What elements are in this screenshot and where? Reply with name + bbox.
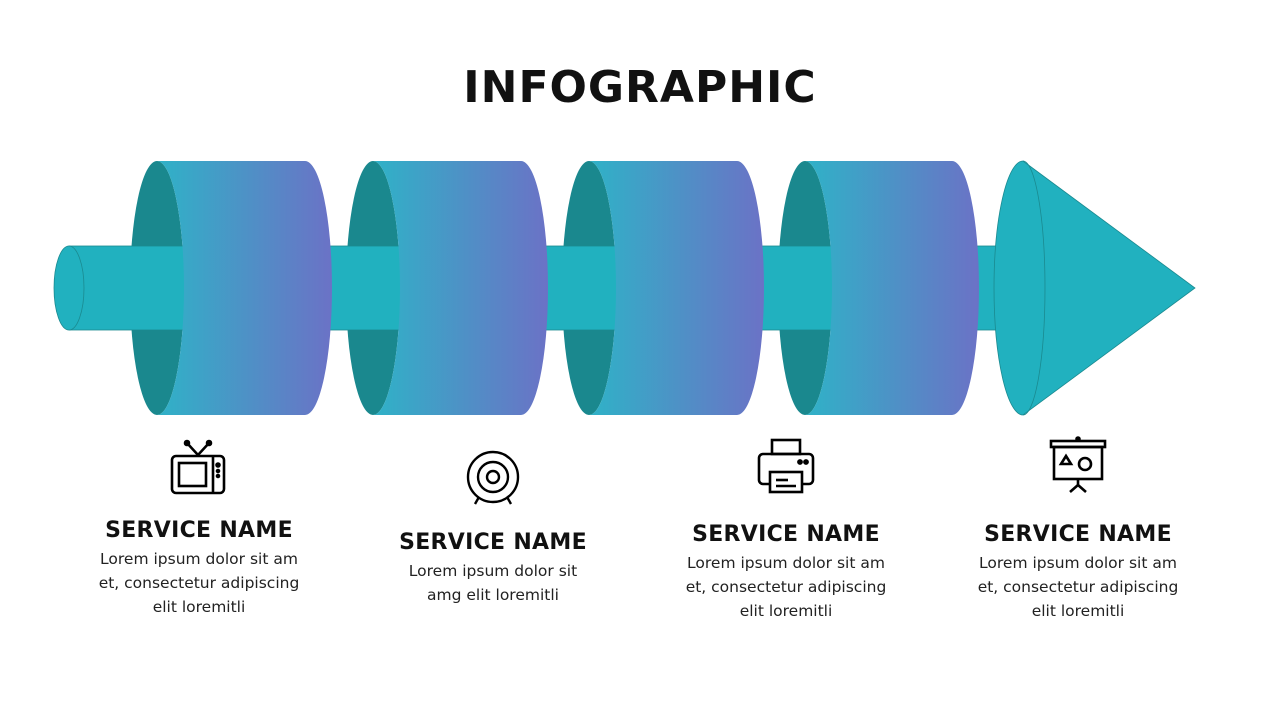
target-icon — [466, 450, 520, 505]
service-title: SERVICE NAME — [692, 522, 880, 547]
disc-front-3 — [589, 161, 764, 415]
service-title: SERVICE NAME — [984, 522, 1172, 547]
page-title: INFOGRAPHIC — [463, 62, 817, 113]
service-title: SERVICE NAME — [399, 530, 587, 555]
disc-front-1 — [157, 161, 332, 415]
disc-front-4 — [805, 161, 979, 415]
service-title: SERVICE NAME — [105, 518, 293, 543]
printer-icon — [757, 438, 815, 494]
presentation-board-icon — [1049, 436, 1107, 493]
arrow-head-cone — [993, 160, 1196, 416]
tv-icon — [170, 439, 226, 495]
disc-fronts — [157, 161, 979, 415]
disc-front-2 — [373, 161, 548, 415]
